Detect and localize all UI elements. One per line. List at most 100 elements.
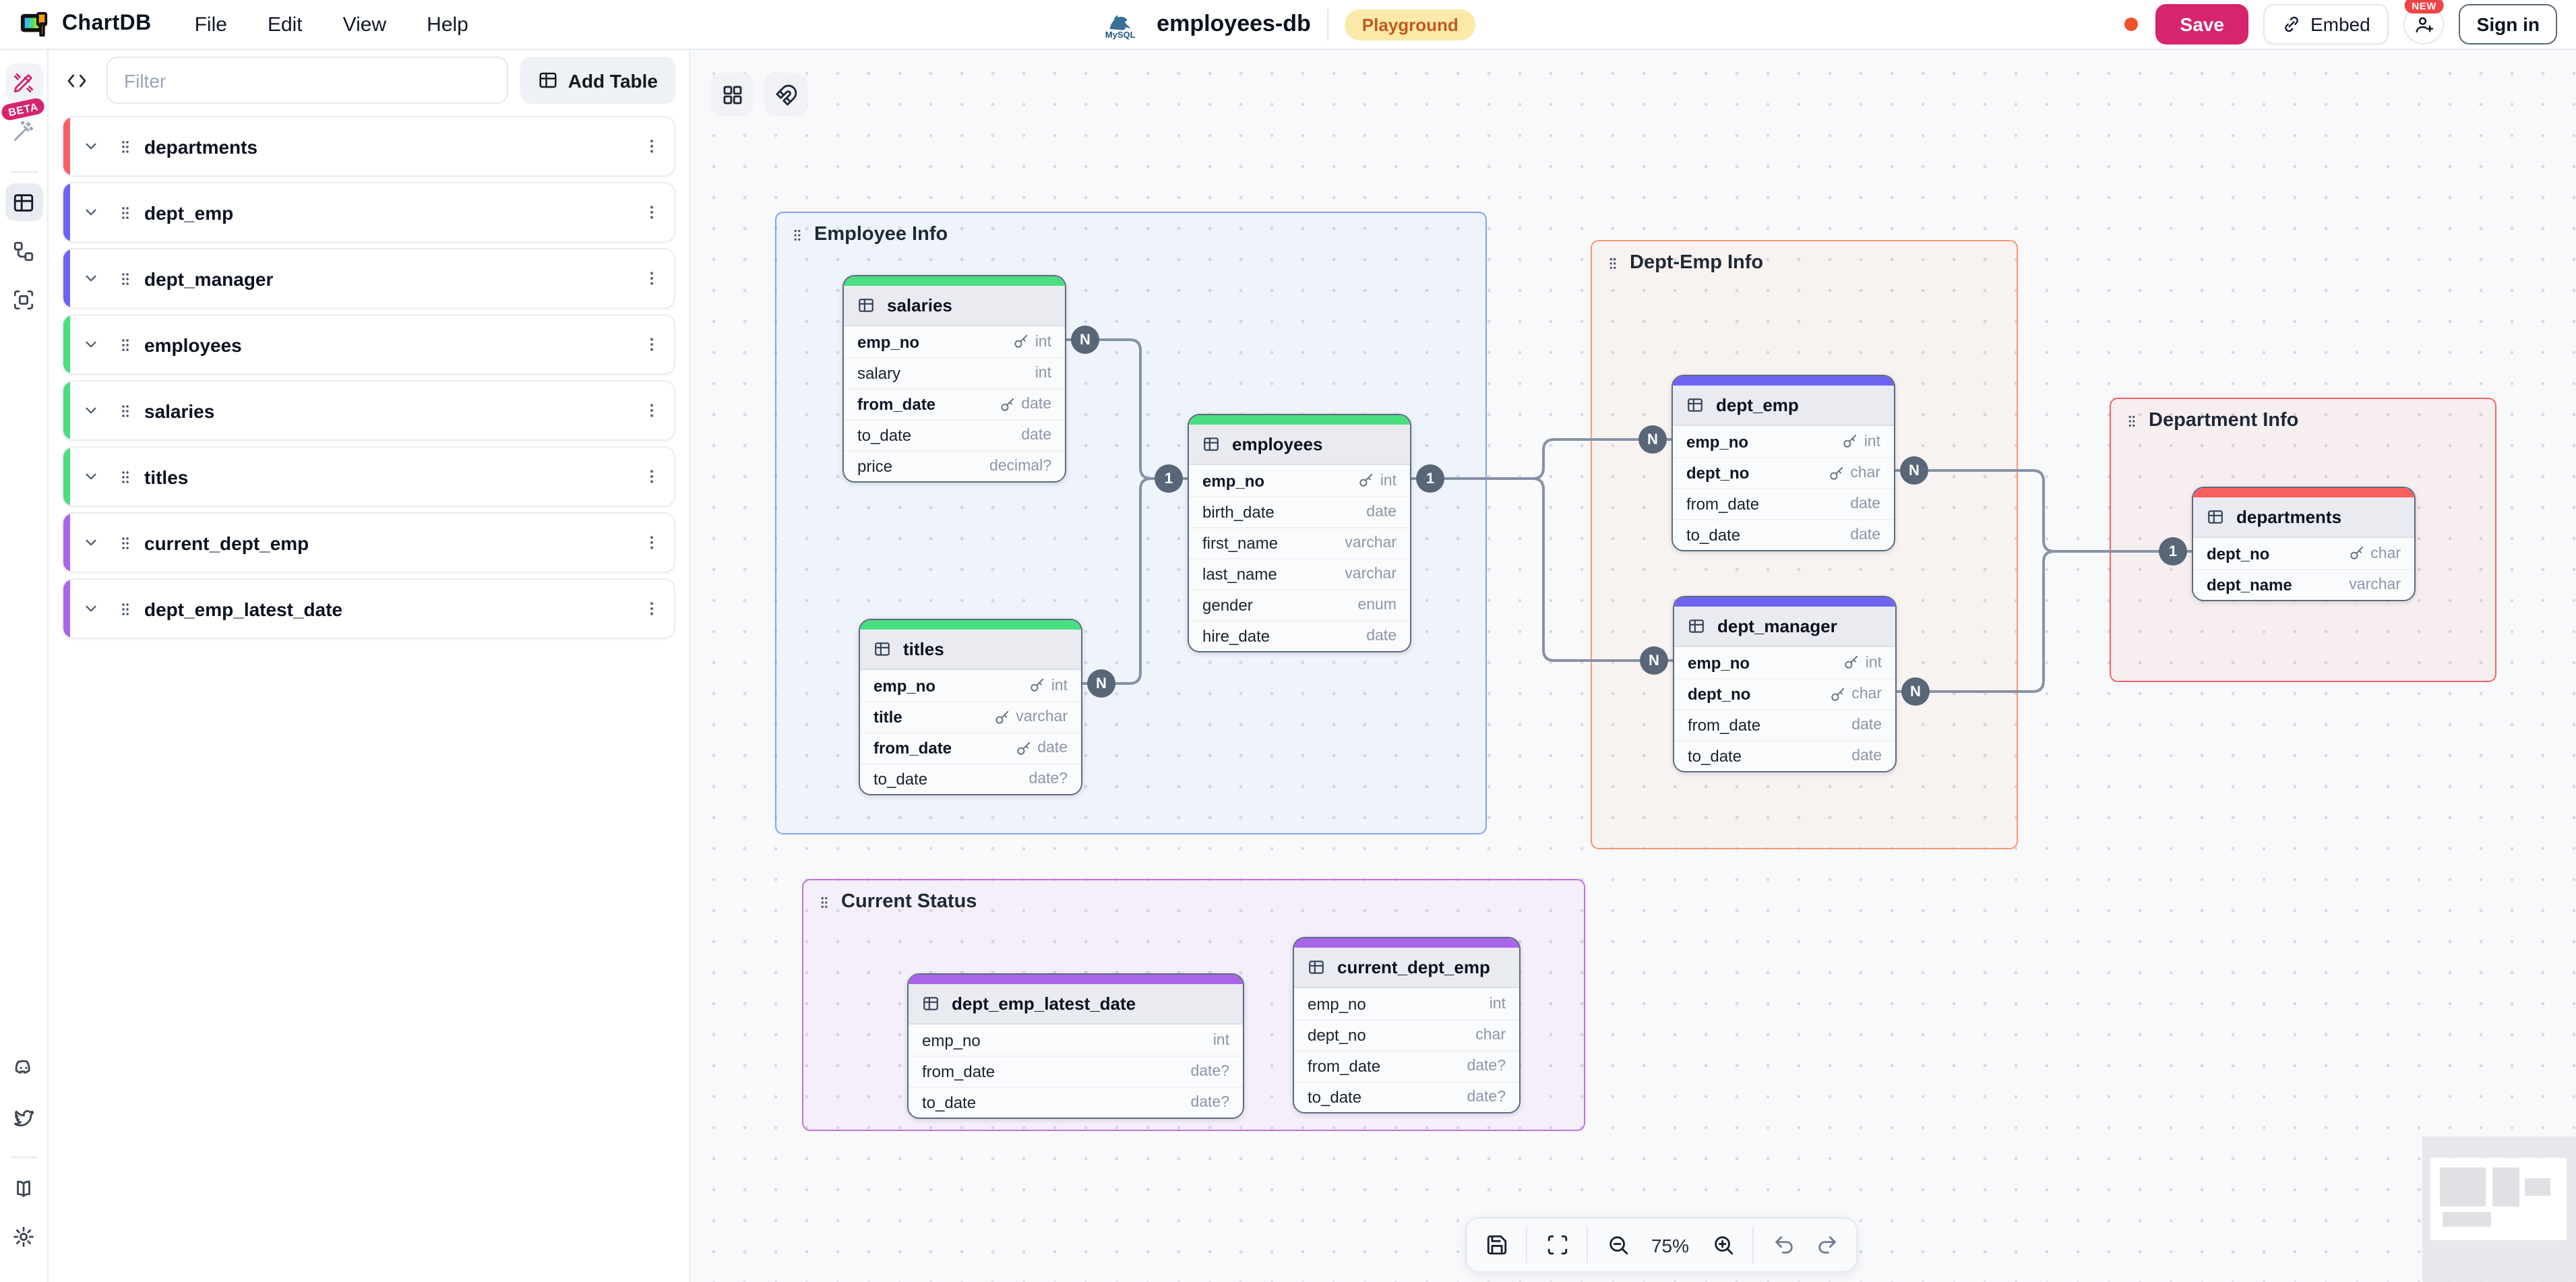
tables-panel-button[interactable] — [5, 183, 42, 221]
table-card-header[interactable]: salaries — [844, 286, 1065, 326]
dependencies-panel-button[interactable] — [5, 280, 42, 318]
table-options-button[interactable] — [628, 270, 674, 287]
table-options-button[interactable] — [628, 402, 674, 419]
settings-button[interactable] — [5, 1217, 42, 1255]
docs-button[interactable] — [5, 1169, 42, 1207]
reorder-tables-button[interactable] — [710, 73, 754, 116]
table-card-header[interactable]: dept_emp — [1673, 386, 1894, 426]
zoom-in-button[interactable] — [1701, 1224, 1744, 1266]
menu-file[interactable]: File — [194, 13, 227, 36]
drag-handle[interactable] — [111, 269, 140, 288]
collapse-toggle[interactable] — [70, 534, 111, 551]
drag-handle-icon[interactable] — [790, 226, 805, 243]
zoom-level[interactable]: 75% — [1651, 1234, 1690, 1256]
sidebar-table-item[interactable]: titles — [62, 446, 675, 507]
drag-handle[interactable] — [111, 467, 140, 486]
menu-edit[interactable]: Edit — [267, 13, 303, 36]
collapse-toggle[interactable] — [70, 600, 111, 617]
snap-to-grid-button[interactable] — [764, 73, 807, 116]
diagram-name[interactable]: employees-db — [1157, 11, 1311, 36]
drag-handle[interactable] — [111, 533, 140, 552]
invite-user-button[interactable]: NEW — [2403, 0, 2445, 44]
twitter-link-button[interactable] — [5, 1097, 42, 1135]
drag-handle[interactable] — [111, 401, 140, 420]
discord-link-button[interactable] — [5, 1049, 42, 1087]
sidebar-table-item[interactable]: employees — [62, 314, 675, 375]
filter-input[interactable] — [106, 57, 509, 104]
view-code-button[interactable] — [59, 60, 94, 100]
drag-handle[interactable] — [111, 137, 140, 156]
table-card-header[interactable]: dept_emp_latest_date — [909, 984, 1243, 1025]
table-card-header[interactable]: titles — [860, 630, 1081, 670]
add-table-button[interactable]: Add Table — [520, 57, 675, 104]
menu-help[interactable]: Help — [427, 13, 468, 36]
redo-button[interactable] — [1805, 1224, 1848, 1266]
table-card-header[interactable]: current_dept_emp — [1294, 948, 1519, 988]
collapse-toggle[interactable] — [70, 204, 111, 221]
fit-view-button[interactable] — [1535, 1224, 1578, 1266]
embed-button[interactable]: Embed — [2263, 4, 2389, 44]
collapse-toggle[interactable] — [70, 270, 111, 287]
drag-handle[interactable] — [111, 335, 140, 354]
sidebar-table-item[interactable]: dept_manager — [62, 248, 675, 309]
relationships-panel-button[interactable] — [5, 232, 42, 270]
collapse-toggle[interactable] — [70, 138, 111, 155]
sidebar-table-item[interactable]: dept_emp — [62, 182, 675, 243]
drag-handle-icon[interactable] — [817, 893, 832, 911]
table-card-header[interactable]: employees — [1189, 425, 1410, 465]
table-options-button[interactable] — [628, 534, 674, 551]
table-options-button[interactable] — [628, 336, 674, 353]
minimap[interactable] — [2422, 1136, 2576, 1282]
sign-in-button[interactable]: Sign in — [2459, 4, 2557, 44]
drag-handle[interactable] — [111, 599, 140, 618]
undo-button[interactable] — [1762, 1224, 1805, 1266]
table-options-button[interactable] — [628, 204, 674, 221]
table-card-header[interactable]: departments — [2193, 497, 2414, 538]
table-card-header[interactable]: dept_manager — [1674, 607, 1895, 647]
editor-tool-button[interactable] — [5, 63, 42, 101]
collapse-toggle[interactable] — [70, 468, 111, 485]
collapse-toggle[interactable] — [70, 402, 111, 419]
zoom-out-button[interactable] — [1596, 1224, 1639, 1266]
menu-view[interactable]: View — [342, 13, 387, 36]
ai-wand-button[interactable] — [5, 112, 42, 150]
table-options-button[interactable] — [628, 600, 674, 617]
sidebar-table-item[interactable]: salaries — [62, 380, 675, 441]
table-options-button[interactable] — [628, 468, 674, 485]
sidebar-table-item[interactable]: dept_emp_latest_date — [62, 578, 675, 639]
collapse-toggle[interactable] — [70, 336, 111, 353]
save-diagram-button[interactable] — [1475, 1224, 1518, 1266]
save-button[interactable]: Save — [2155, 4, 2248, 44]
table-options-button[interactable] — [628, 138, 674, 155]
drag-handle-icon[interactable] — [2124, 412, 2139, 429]
